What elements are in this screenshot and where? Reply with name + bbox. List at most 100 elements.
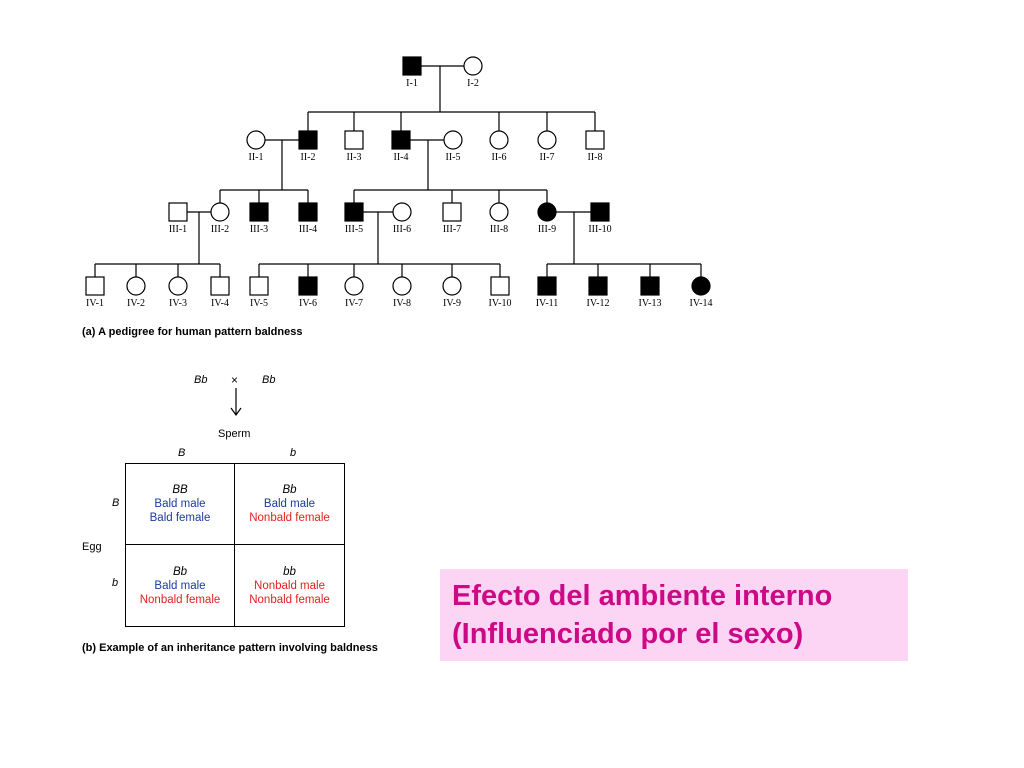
individual-label-IV-12: IV-12 bbox=[587, 298, 610, 309]
punnett-cell-Bb-top: Bb Bald male Nonbald female bbox=[235, 464, 344, 545]
individual-label-II-8: II-8 bbox=[588, 152, 603, 163]
cell-male-phenotype: Bald male bbox=[154, 498, 206, 510]
individual-label-IV-10: IV-10 bbox=[489, 298, 512, 309]
male-square-IV-13 bbox=[640, 276, 660, 296]
male-square-IV-11 bbox=[537, 276, 557, 296]
individual-label-IV-13: IV-13 bbox=[639, 298, 662, 309]
sperm-allele-2: b bbox=[290, 447, 297, 459]
male-square-IV-12 bbox=[588, 276, 608, 296]
individual-label-IV-9: IV-9 bbox=[443, 298, 461, 309]
punnett-square: BB Bald male Bald female Bb Bald male No… bbox=[125, 463, 345, 627]
female-circle-I-2 bbox=[463, 56, 483, 76]
individual-label-II-3: II-3 bbox=[347, 152, 362, 163]
female-circle-IV-9 bbox=[442, 276, 462, 296]
female-circle-IV-2 bbox=[126, 276, 146, 296]
sperm-label: Sperm bbox=[218, 428, 251, 440]
individual-label-II-1: II-1 bbox=[249, 152, 264, 163]
female-circle-III-6 bbox=[392, 202, 412, 222]
punnett-cell-BB: BB Bald male Bald female bbox=[126, 464, 235, 545]
individual-label-IV-4: IV-4 bbox=[211, 298, 229, 309]
female-circle-II-5 bbox=[443, 130, 463, 150]
female-circle-III-8 bbox=[489, 202, 509, 222]
sperm-allele-1: B bbox=[178, 447, 186, 459]
cell-female-phenotype: Nonbald female bbox=[249, 512, 330, 524]
cell-female-phenotype: Nonbald female bbox=[249, 593, 330, 606]
individual-label-II-2: II-2 bbox=[301, 152, 316, 163]
male-square-II-4 bbox=[391, 130, 411, 150]
cell-genotype: BB bbox=[172, 484, 188, 496]
cell-male-phenotype: Bald male bbox=[154, 579, 206, 592]
cell-genotype: Bb bbox=[172, 565, 188, 578]
individual-label-II-7: II-7 bbox=[540, 152, 555, 163]
female-circle-II-6 bbox=[489, 130, 509, 150]
individual-label-III-7: III-7 bbox=[443, 224, 461, 235]
cell-genotype: Bb bbox=[282, 484, 297, 496]
individual-label-III-8: III-8 bbox=[490, 224, 508, 235]
female-circle-III-2 bbox=[210, 202, 230, 222]
female-circle-II-7 bbox=[537, 130, 557, 150]
male-square-IV-6 bbox=[298, 276, 318, 296]
individual-label-IV-5: IV-5 bbox=[250, 298, 268, 309]
individual-label-II-4: II-4 bbox=[394, 152, 409, 163]
punnett-cell-Bb-bottom: Bb Bald male Nonbald female bbox=[126, 545, 235, 626]
individual-label-II-5: II-5 bbox=[446, 152, 461, 163]
male-square-III-1 bbox=[168, 202, 188, 222]
individual-label-IV-7: IV-7 bbox=[345, 298, 363, 309]
male-square-II-2 bbox=[298, 130, 318, 150]
individual-label-II-6: II-6 bbox=[492, 152, 507, 163]
individual-label-IV-3: IV-3 bbox=[169, 298, 187, 309]
individual-label-III-6: III-6 bbox=[393, 224, 411, 235]
individual-label-I-2: I-2 bbox=[467, 78, 479, 89]
individual-label-IV-6: IV-6 bbox=[299, 298, 317, 309]
callout-box: Efecto del ambiente interno (Influenciad… bbox=[440, 569, 908, 661]
male-square-IV-4 bbox=[210, 276, 230, 296]
female-circle-IV-3 bbox=[168, 276, 188, 296]
individual-label-III-5: III-5 bbox=[345, 224, 363, 235]
individual-label-III-4: III-4 bbox=[299, 224, 317, 235]
individual-label-IV-11: IV-11 bbox=[536, 298, 559, 309]
individual-label-III-1: III-1 bbox=[169, 224, 187, 235]
individual-label-III-9: III-9 bbox=[538, 224, 556, 235]
pedigree-caption: (a) A pedigree for human pattern baldnes… bbox=[82, 326, 303, 338]
egg-allele-2: b bbox=[112, 577, 119, 589]
cross-caption: (b) Example of an inheritance pattern in… bbox=[82, 642, 378, 654]
male-square-III-10 bbox=[590, 202, 610, 222]
female-circle-II-1 bbox=[246, 130, 266, 150]
female-circle-IV-8 bbox=[392, 276, 412, 296]
male-square-III-7 bbox=[442, 202, 462, 222]
male-square-II-3 bbox=[344, 130, 364, 150]
callout-line-1: Efecto del ambiente interno bbox=[452, 580, 833, 612]
male-square-III-4 bbox=[298, 202, 318, 222]
cell-female-phenotype: Bald female bbox=[149, 512, 211, 524]
male-square-IV-1 bbox=[85, 276, 105, 296]
individual-label-IV-14: IV-14 bbox=[690, 298, 713, 309]
individual-label-IV-2: IV-2 bbox=[127, 298, 145, 309]
cell-genotype: bb bbox=[283, 565, 296, 578]
female-circle-IV-14 bbox=[691, 276, 711, 296]
down-arrow-icon bbox=[230, 388, 242, 417]
individual-label-IV-8: IV-8 bbox=[393, 298, 411, 309]
cell-male-phenotype: Nonbald male bbox=[254, 579, 325, 592]
male-square-II-8 bbox=[585, 130, 605, 150]
egg-label: Egg bbox=[82, 541, 102, 553]
individual-label-I-1: I-1 bbox=[406, 78, 418, 89]
male-square-III-3 bbox=[249, 202, 269, 222]
callout-line-2: (Influenciado por el sexo) bbox=[452, 618, 804, 650]
pedigree-individuals: I-1 I-2II-1 II-2 II-3 II-4 II-5 II-6 II-7 II-8II… bbox=[85, 56, 713, 309]
female-circle-IV-7 bbox=[344, 276, 364, 296]
cell-female-phenotype: Nonbald female bbox=[139, 593, 221, 606]
male-square-IV-10 bbox=[490, 276, 510, 296]
cross-symbol: × bbox=[231, 373, 239, 387]
punnett-cell-bb: bb Nonbald male Nonbald female bbox=[235, 545, 344, 626]
individual-label-III-3: III-3 bbox=[250, 224, 268, 235]
egg-allele-1: B bbox=[112, 497, 120, 509]
individual-label-III-2: III-2 bbox=[211, 224, 229, 235]
cell-male-phenotype: Bald male bbox=[263, 498, 316, 510]
male-square-I-1 bbox=[402, 56, 422, 76]
individual-label-III-10: III-10 bbox=[588, 224, 611, 235]
individual-label-IV-1: IV-1 bbox=[86, 298, 104, 309]
cross-parent-2: Bb bbox=[262, 374, 276, 386]
cross-parent-1: Bb bbox=[194, 374, 208, 386]
male-square-IV-5 bbox=[249, 276, 269, 296]
male-square-III-5 bbox=[344, 202, 364, 222]
